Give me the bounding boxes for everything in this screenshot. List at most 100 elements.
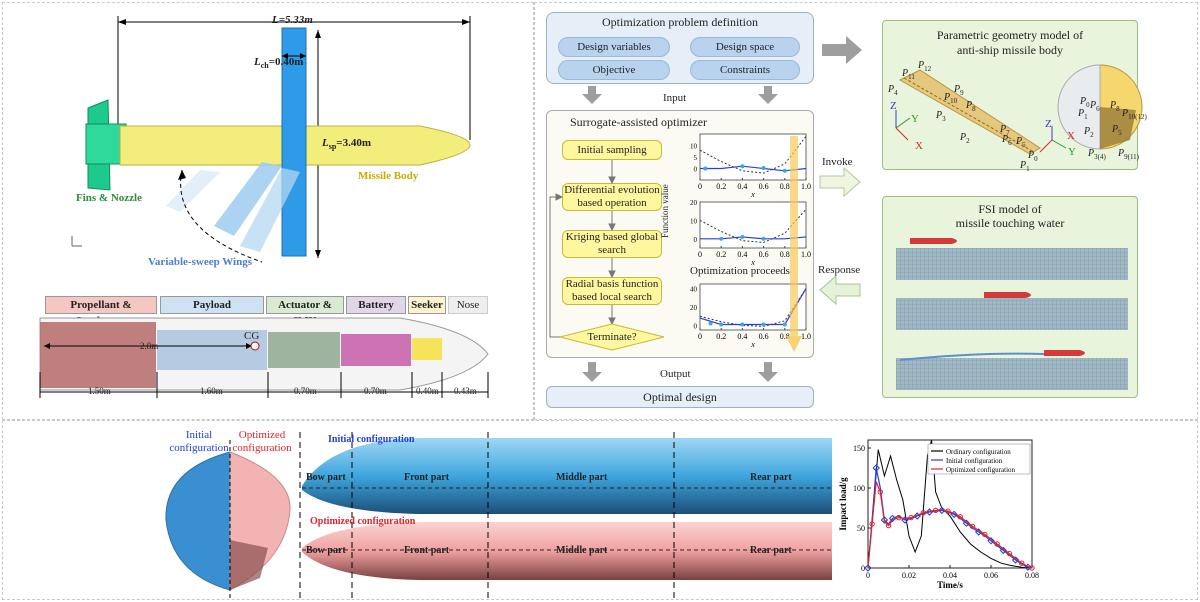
mini-x-tick-label: 0 xyxy=(698,332,702,341)
legend-label: Optimized configuration xyxy=(946,466,1016,474)
mini-y-tick-label: 0 xyxy=(694,166,698,174)
x-tick-label: 0.02 xyxy=(902,571,916,580)
component-seeker: Seeker xyxy=(408,296,446,314)
optimized-marker xyxy=(869,521,875,527)
progress-arrow-head xyxy=(786,336,802,352)
segment-5: 0.40m xyxy=(416,386,439,396)
wing-position-label: Lsp=3.40m xyxy=(322,137,371,152)
cg-marker xyxy=(250,341,260,351)
initial-config-title: Initial configuration xyxy=(328,434,415,445)
wing-vertical xyxy=(281,27,307,257)
sample-point xyxy=(740,164,745,169)
fsi-title-2: missile touching water xyxy=(955,216,1065,230)
optimized-marker xyxy=(957,514,963,520)
sample-point xyxy=(761,322,766,327)
invoke-label: Invoke xyxy=(822,156,853,168)
step-initial-sampling: Initial sampling xyxy=(562,140,662,160)
wing-swept-1 xyxy=(214,162,282,236)
geometry-right-point-label: P3(4) xyxy=(1088,148,1106,161)
design-space-pill: Design space xyxy=(690,37,800,57)
block-payload xyxy=(157,330,267,370)
axis-y-right: Y xyxy=(1068,146,1076,158)
mini-x-tick-label: 1.0 xyxy=(801,182,811,191)
segment-6: 0.43m xyxy=(454,386,477,396)
initial-marker xyxy=(872,464,880,472)
optimized-marker xyxy=(1019,560,1025,566)
mini-x-tick-label: 1.0 xyxy=(801,332,811,341)
mini-y-tick-label: 5 xyxy=(694,154,698,162)
overall-length-label: L=5.33m xyxy=(272,14,313,26)
geometry-right-point-label: P6 xyxy=(1090,100,1100,113)
axis-z-left: Z xyxy=(890,100,897,112)
geometry-left-point-label: P0 xyxy=(1028,150,1038,163)
optimized-marker xyxy=(896,514,902,521)
fsi-title-1: FSI model of xyxy=(978,202,1042,216)
axis-z-right: Z xyxy=(1045,118,1052,130)
step-differential-evolution: Differential evolution based operation xyxy=(562,183,662,211)
mini-x-tick-label: 0.2 xyxy=(716,250,726,259)
optimized-marker xyxy=(945,508,951,514)
mini-x-tick-label: 0.6 xyxy=(759,332,769,341)
mini-x-tick-label: 0.2 xyxy=(716,332,726,341)
initial-config-label-1: Initial xyxy=(185,429,213,441)
water-mesh-3 xyxy=(896,358,1128,390)
wing-chord-label: Lch=0.40m xyxy=(254,56,304,71)
sample-point xyxy=(782,168,787,173)
block-actuator xyxy=(268,332,340,368)
missile-rod xyxy=(898,69,1041,155)
sample-point xyxy=(761,236,766,241)
optimized-middle-part: Middle part xyxy=(556,545,608,556)
missile-fsi-1 xyxy=(910,238,957,244)
optimized-rear-part: Rear part xyxy=(750,545,792,556)
initial-bow-part: Bow part xyxy=(306,472,346,483)
surrogate-line xyxy=(700,165,807,172)
component-battery: Battery xyxy=(346,296,406,314)
missile-fsi-2 xyxy=(984,292,1031,298)
series-line-0 xyxy=(867,439,1033,569)
geometry-left-point-label: P7 xyxy=(1000,124,1010,137)
initial-marker xyxy=(999,546,1008,555)
initial-config-label-2: configuration xyxy=(169,442,229,454)
missile-layout-panel xyxy=(2,2,534,420)
mini-chart-frame xyxy=(699,283,807,331)
design-variables-pill: Design variables xyxy=(558,37,670,57)
optimizer-flow-lines xyxy=(549,160,665,351)
mini-x-tick-label: 0.6 xyxy=(759,250,769,259)
geometry-left-point-label: P6 xyxy=(1002,134,1012,147)
axis-x-right: X xyxy=(1067,130,1075,142)
x-tick-label: 0.04 xyxy=(943,571,957,580)
geometry-left-point-label: P11 xyxy=(902,68,915,81)
sample-point xyxy=(719,322,724,327)
wing-swept-2 xyxy=(240,168,300,252)
optimized-marker xyxy=(969,523,976,530)
cg-distance-label: 2.8m xyxy=(140,341,159,351)
x-tick-label: 0 xyxy=(866,571,870,580)
mini-x-axis-label: x xyxy=(750,340,755,349)
optimized-marker xyxy=(1006,550,1013,557)
sweep-arc xyxy=(180,169,263,263)
optimized-marker xyxy=(994,541,1000,547)
y-tick-label: 150 xyxy=(853,444,865,453)
block-battery xyxy=(341,334,411,366)
mini-x-tick-label: 0.4 xyxy=(737,250,747,259)
geometry-left-point-label: P12 xyxy=(918,60,932,73)
optimizer-title: Surrogate-assisted optimizer xyxy=(570,115,707,129)
wings-label: Variable-sweep Wings xyxy=(148,256,253,268)
fsi-drawing xyxy=(896,238,1128,390)
optimized-marker xyxy=(908,514,914,521)
y-axis-label: Impact load/g xyxy=(838,477,848,531)
component-nose: Nose xyxy=(448,296,488,314)
x-axis-label: Time/s xyxy=(937,580,963,590)
optimization-proceeds-label: Optimization proceeds xyxy=(690,265,790,277)
geometry-right-point-label: P1 xyxy=(1078,108,1088,121)
geometry-left-point-label: P3 xyxy=(936,110,946,123)
geometry-left-point-label: P2 xyxy=(960,132,970,145)
water-mesh-1 xyxy=(896,248,1128,280)
mini-x-tick-label: 0.8 xyxy=(780,182,790,191)
mini-x-axis-label: x xyxy=(750,258,755,267)
body-label: Missile Body xyxy=(358,170,419,182)
mini-x-tick-label: 0.6 xyxy=(759,182,769,191)
mini-chart-frame xyxy=(699,201,807,249)
initial-marker xyxy=(888,514,897,523)
initial-section-half xyxy=(165,451,231,591)
